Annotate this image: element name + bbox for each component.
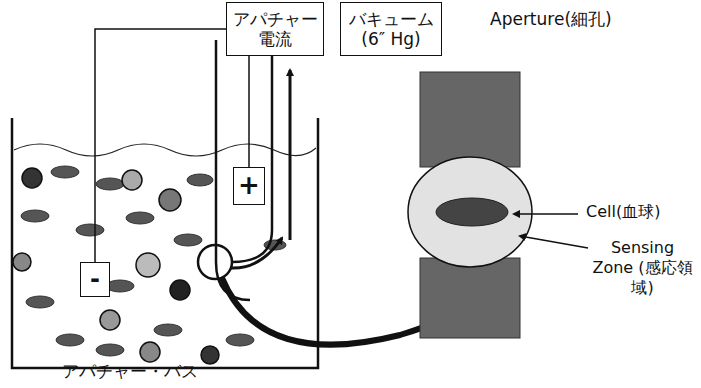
flow-arrow (230, 238, 282, 268)
electrode-minus: - (80, 262, 110, 297)
water-surface (14, 144, 316, 156)
aperture-label: Aperture(細孔) (490, 8, 612, 31)
electrode-plus: + (233, 167, 265, 205)
wire (248, 56, 250, 167)
node-text: - (90, 265, 100, 294)
cell (436, 198, 508, 226)
flow-arrow (289, 70, 292, 240)
aperture-wall (420, 72, 520, 167)
sensing-zone-label: Sensing Zone (感応領域) (590, 238, 695, 298)
sensing-zone (408, 157, 532, 267)
bath-label: アパチャー・バス (62, 360, 198, 383)
node-text: バキューム (6″ Hg) (345, 9, 437, 50)
label-text: Sensing Zone (感応領域) (592, 238, 692, 297)
aperture-wall (420, 258, 520, 338)
vacuum-box: バキューム (6″ Hg) (340, 2, 442, 56)
cell-label: Cell(血球) (586, 202, 660, 223)
aperture-ring (198, 245, 232, 279)
leader-line (514, 213, 578, 215)
label-text: Cell(血球) (586, 202, 660, 221)
leader-line (520, 236, 588, 248)
node-text: アパチャー 電流 (231, 9, 319, 50)
wire (95, 29, 226, 262)
current-box: アパチャー 電流 (226, 2, 324, 56)
white-cells (13, 168, 219, 364)
node-text: + (238, 170, 260, 201)
aperture-tube (232, 40, 272, 262)
label-text: アパチャー・バス (62, 361, 198, 381)
label-text: Aperture(細孔) (490, 9, 612, 29)
